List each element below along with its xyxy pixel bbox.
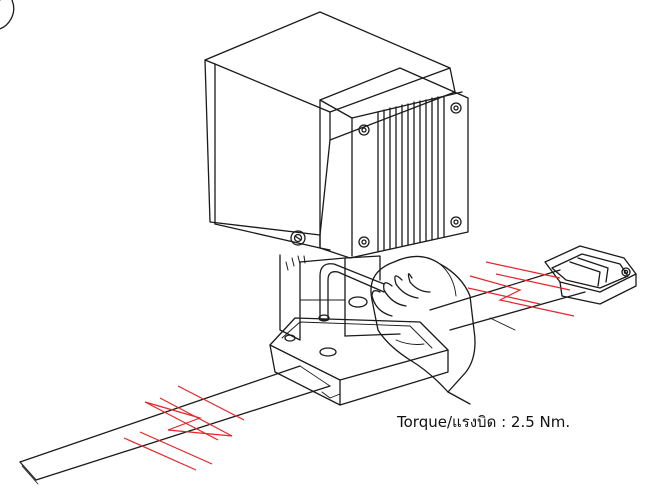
torque-annotation: Torque/แรงบิด : 2.5 Nm. [397, 413, 571, 431]
strap-left [19, 365, 331, 485]
step-number-circle [0, 0, 15, 30]
motion-ticks [285, 255, 306, 271]
base-clamp [269, 317, 449, 406]
strap-right [429, 269, 586, 331]
main-housing [204, 11, 456, 251]
hand [370, 255, 476, 405]
strap-break-marks [123, 261, 575, 471]
hex-key [318, 263, 385, 322]
heatsink-module [319, 67, 469, 259]
buckle [544, 245, 637, 305]
mounting-bracket [279, 254, 401, 341]
